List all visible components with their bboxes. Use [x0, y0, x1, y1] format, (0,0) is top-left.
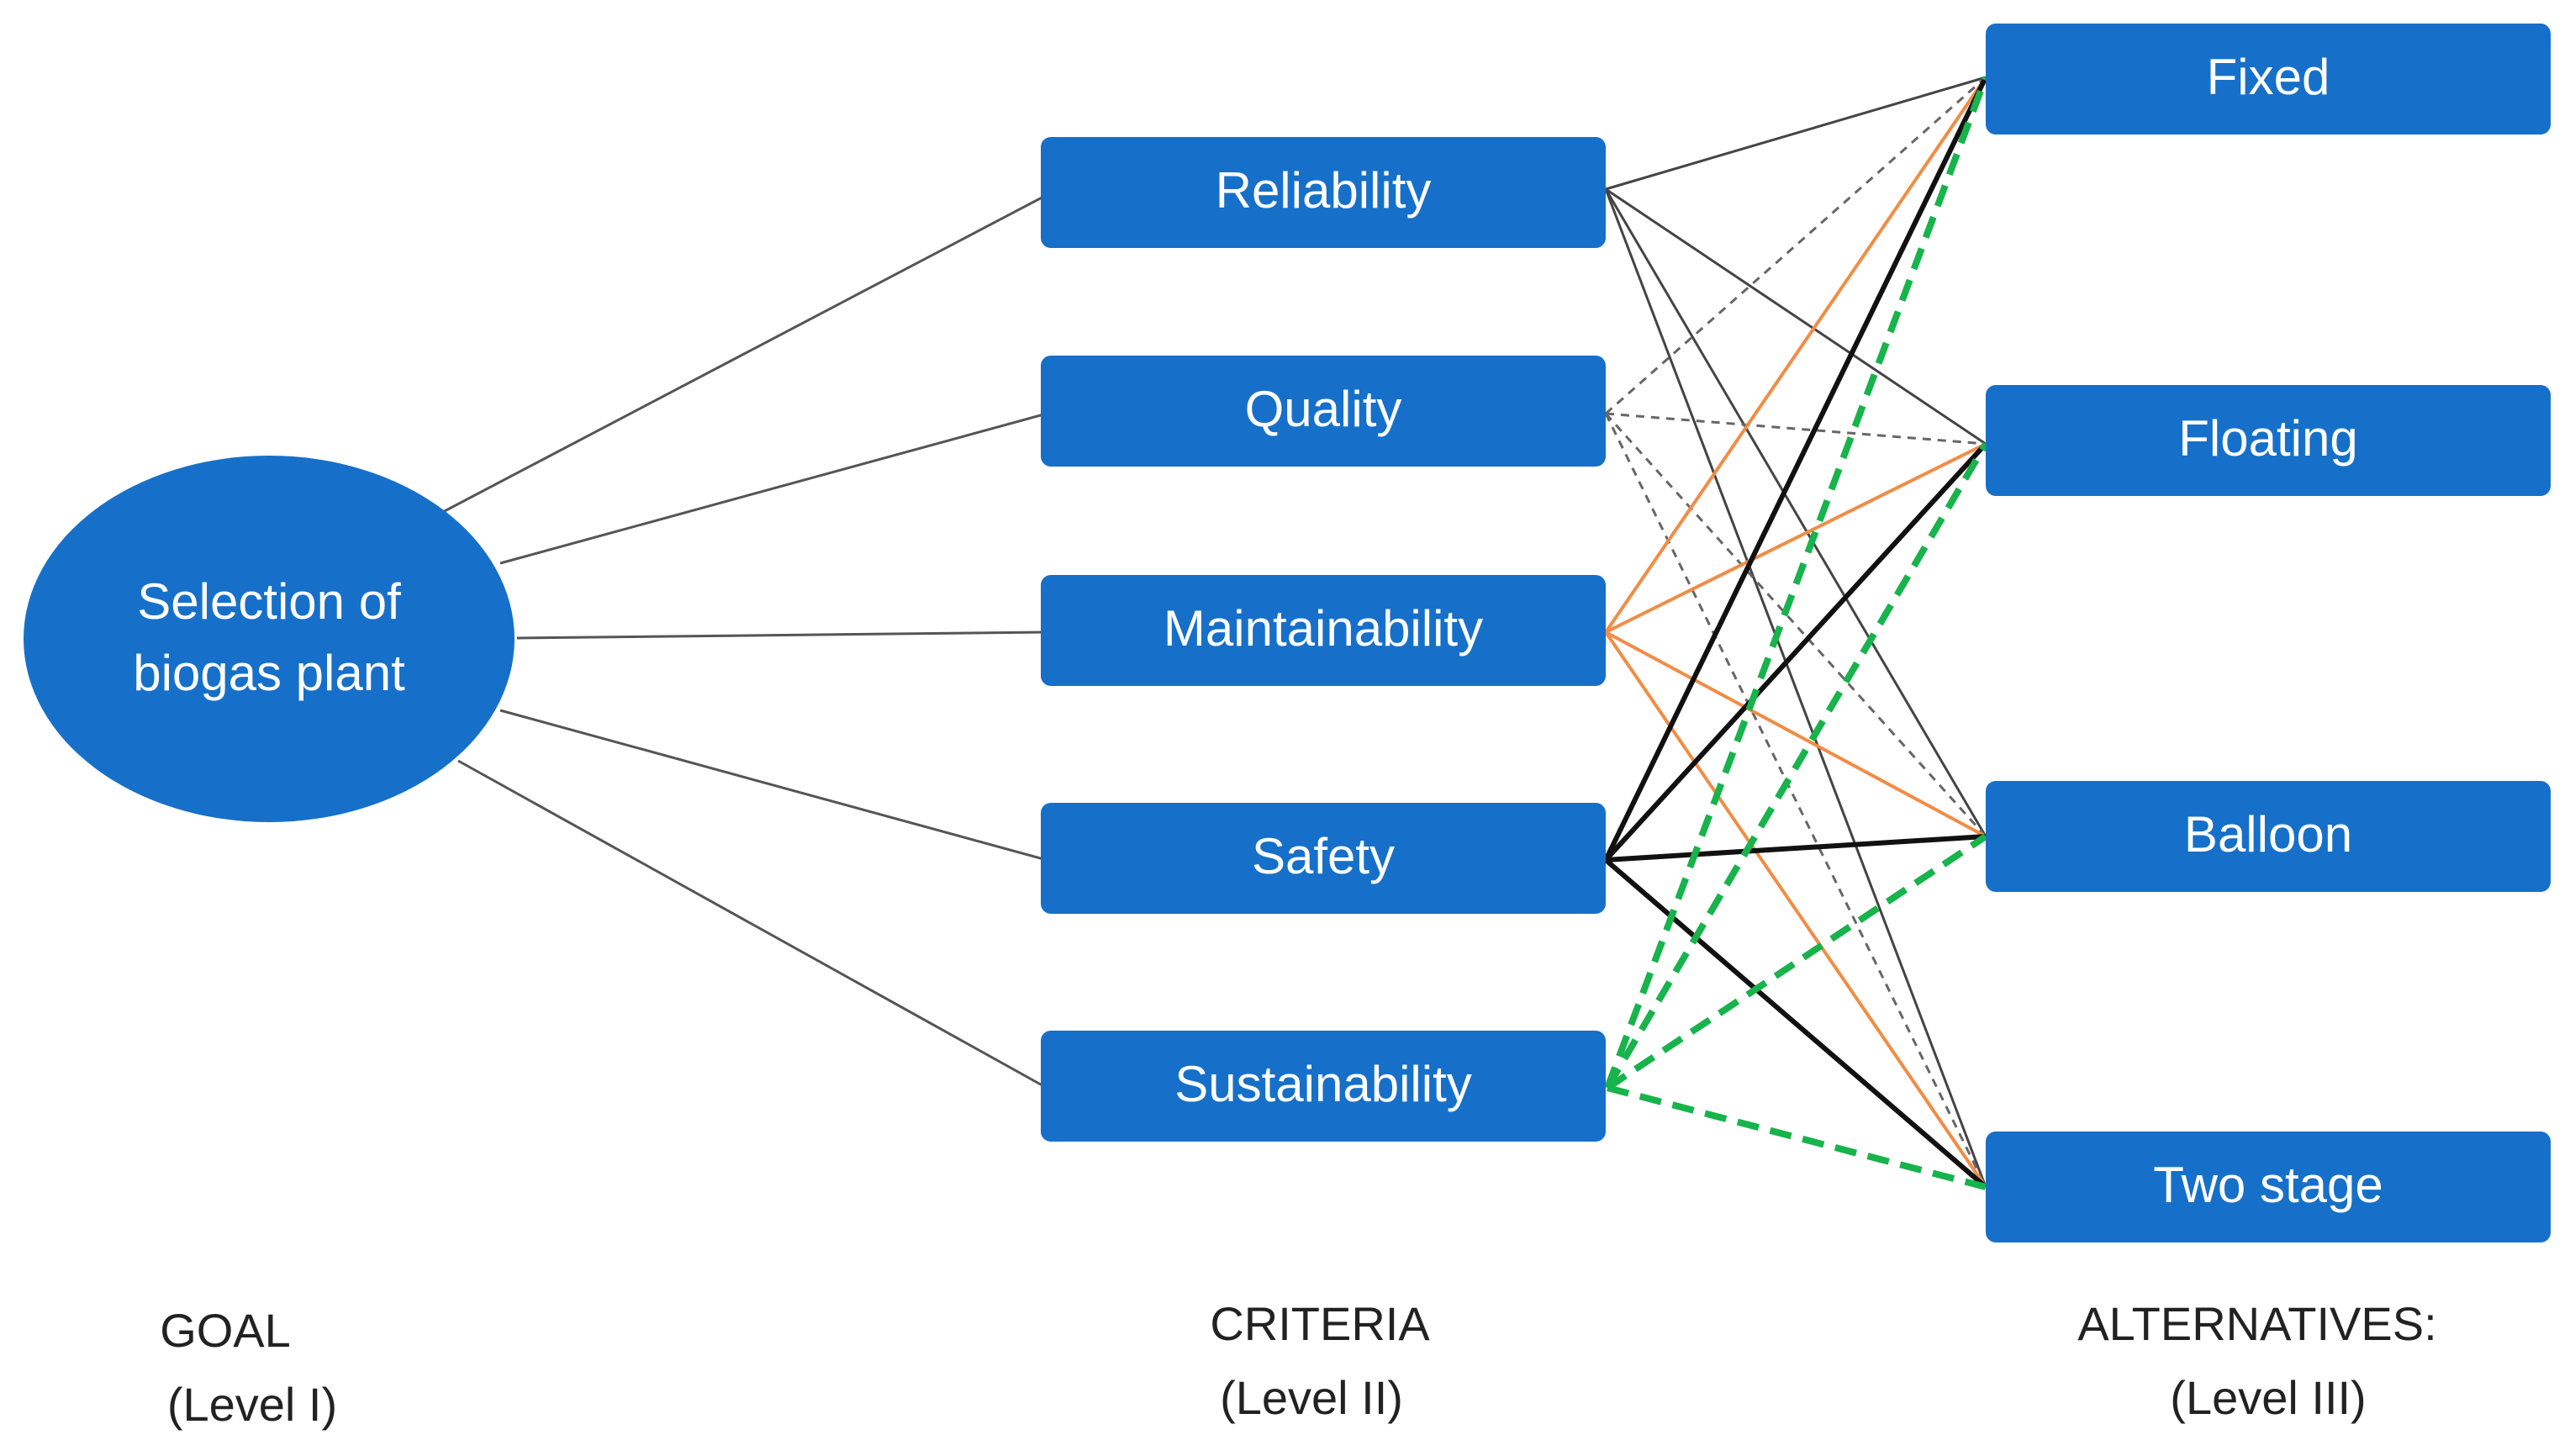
- link-goal-quality: [499, 412, 1048, 565]
- link-quality-balloon: [1604, 412, 1987, 838]
- criterion-label: Maintainability: [1164, 600, 1483, 657]
- link-goal-sustainability: [457, 759, 1048, 1089]
- link-goal-reliability: [441, 193, 1048, 514]
- link-safety-floating: [1603, 441, 1988, 863]
- goal-label-line2: biogas plant: [133, 645, 405, 701]
- link-sustainability-fixed: [1604, 76, 1989, 1089]
- level-labels: GOAL (Level I) CRITERIA (Level II) ALTER…: [160, 1297, 2436, 1431]
- link-safety-fixed: [1603, 76, 1988, 862]
- goal-ellipse: [24, 456, 515, 822]
- alternative-label: Fixed: [2207, 49, 2330, 105]
- criterion-maintainability: Maintainability: [1041, 575, 1606, 686]
- link-goal-maintainability: [516, 630, 1048, 640]
- criterion-quality: Quality: [1041, 356, 1606, 467]
- link-quality-fixed: [1605, 76, 1987, 415]
- alternative-fixed: Fixed: [1986, 24, 2551, 135]
- criterion-reliability: Reliability: [1041, 137, 1606, 248]
- criterion-safety: Safety: [1041, 803, 1606, 914]
- sustainability-links: [1604, 76, 1989, 1190]
- link-reliability-fixed: [1605, 76, 1987, 191]
- link-reliability-floating: [1605, 187, 1987, 446]
- alternative-label: Balloon: [2184, 806, 2352, 863]
- link-reliability-two-stage: [1604, 188, 1987, 1188]
- alternatives-level-subtitle: (Level III): [2170, 1371, 2366, 1424]
- link-quality-floating: [1605, 412, 1987, 446]
- goal-level-subtitle: (Level I): [167, 1378, 337, 1431]
- link-sustainability-balloon: [1605, 833, 1988, 1091]
- reliability-links: [1604, 76, 1987, 1188]
- alternative-floating: Floating: [1986, 385, 2551, 496]
- link-reliability-balloon: [1604, 188, 1987, 837]
- link-maintainability-floating: [1605, 442, 1987, 634]
- criterion-label: Safety: [1252, 828, 1395, 884]
- alternative-label: Two stage: [2153, 1157, 2383, 1213]
- criteria-level-title: CRITERIA: [1210, 1297, 1430, 1350]
- goal-label-line1: Selection of: [137, 573, 401, 630]
- alternative-nodes: Fixed Floating Balloon Two stage: [1986, 24, 2551, 1242]
- link-goal-safety: [499, 709, 1048, 862]
- link-maintainability-fixed: [1604, 76, 1987, 634]
- link-sustainability-floating: [1604, 441, 1989, 1090]
- goal-level-title: GOAL: [160, 1304, 291, 1357]
- link-safety-balloon: [1605, 834, 1987, 863]
- alternative-two-stage: Two stage: [1986, 1132, 2551, 1242]
- alternative-label: Floating: [2178, 410, 2357, 467]
- alternatives-level-title: ALTERNATIVES:: [2077, 1297, 2436, 1350]
- safety-links: [1603, 76, 1988, 1190]
- goal-node: Selection of biogas plant: [24, 456, 515, 822]
- criterion-label: Reliability: [1216, 162, 1432, 219]
- alternative-balloon: Balloon: [1986, 781, 2551, 892]
- criteria-level-subtitle: (Level II): [1220, 1371, 1403, 1424]
- link-maintainability-balloon: [1605, 630, 1987, 838]
- goal-to-criteria-links: [441, 193, 1048, 1089]
- criteria-nodes: Reliability Quality Maintainability Safe…: [1041, 137, 1606, 1142]
- criterion-sustainability: Sustainability: [1041, 1031, 1606, 1142]
- criterion-label: Sustainability: [1174, 1056, 1472, 1112]
- criterion-label: Quality: [1245, 381, 1402, 437]
